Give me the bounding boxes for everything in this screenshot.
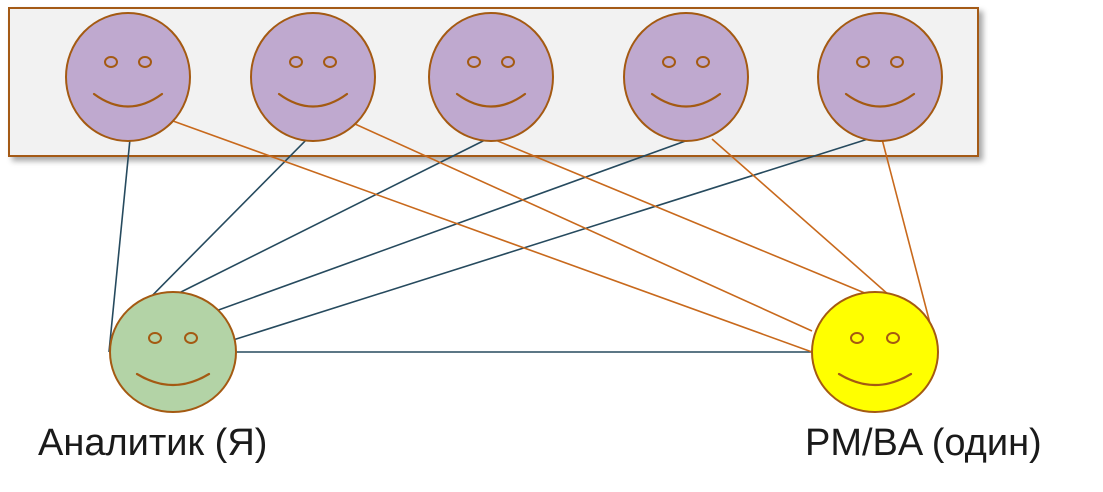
link-member2-to-pm [354, 123, 813, 332]
link-member3-to-analyst [170, 138, 488, 298]
pm-ba-face [811, 291, 939, 413]
pm-ba-label: PM/BA (один) [805, 422, 1042, 464]
link-member5-to-pm [881, 138, 933, 332]
link-member3-to-pm [492, 138, 873, 297]
link-member4-to-analyst [212, 138, 692, 313]
link-member2-to-analyst [129, 138, 308, 319]
link-member4-to-pm [711, 138, 907, 311]
link-member5-to-analyst [232, 138, 869, 341]
team-member-face-3 [428, 12, 554, 142]
team-member-face-5 [817, 12, 943, 142]
team-member-face-4 [623, 12, 749, 142]
analyst-face [109, 291, 237, 413]
team-member-face-1 [65, 12, 191, 142]
link-member1-to-analyst [108, 138, 131, 353]
link-member1-to-pm [172, 120, 813, 353]
analyst-label: Аналитик (Я) [38, 422, 268, 464]
team-member-face-2 [250, 12, 376, 142]
